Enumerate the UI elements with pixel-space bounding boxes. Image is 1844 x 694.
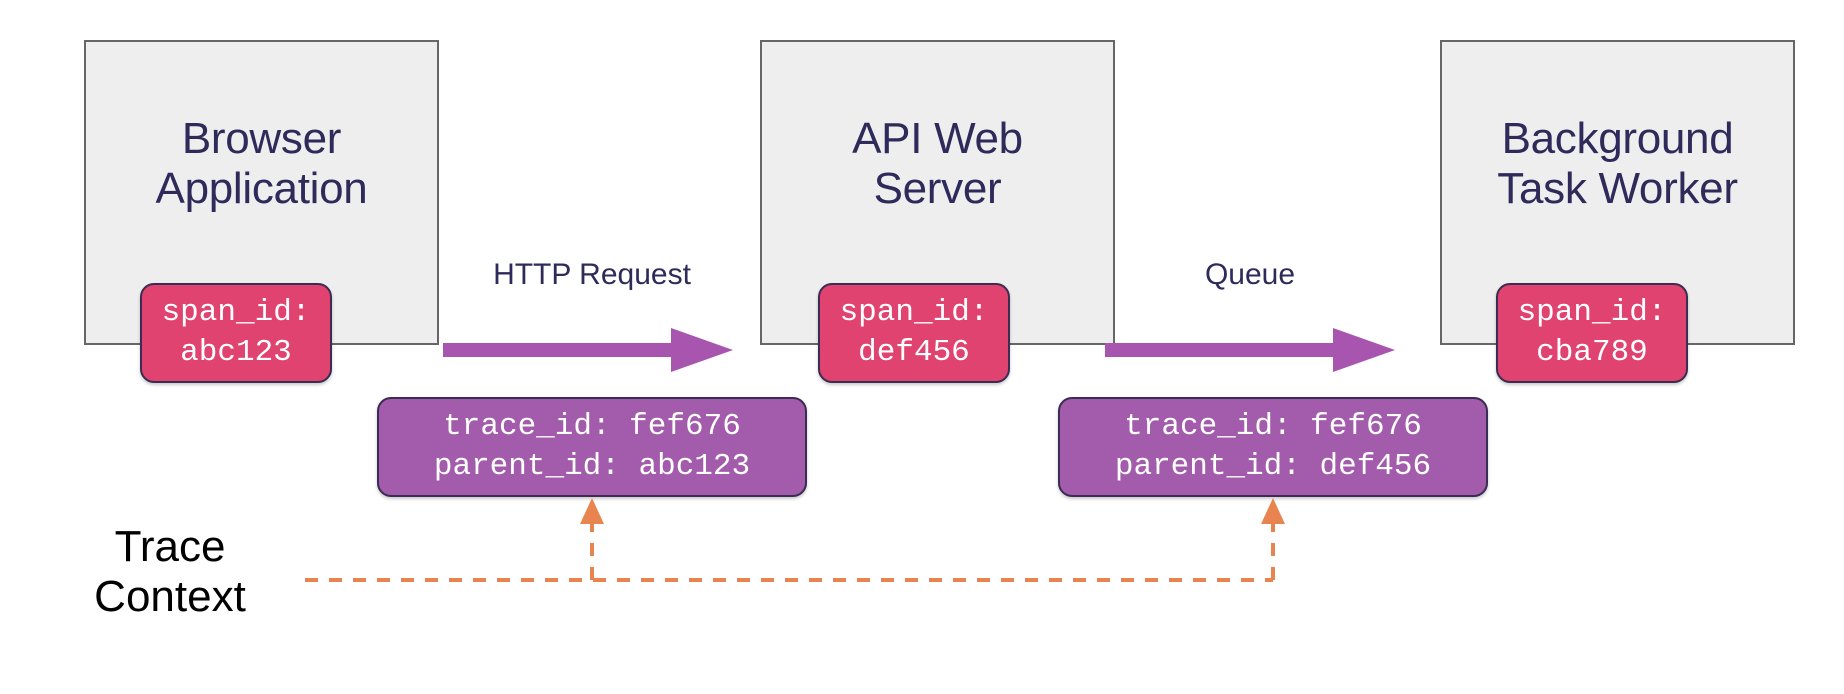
flow-arrow-http-request — [443, 328, 733, 372]
service-title-browser: Browser Application — [155, 113, 368, 213]
trace-context-badge-api-to-worker-text: trace_id: fef676 parent_id: def456 — [1114, 408, 1432, 484]
trace-context-badge-browser-to-api-text: trace_id: fef676 parent_id: abc123 — [433, 408, 751, 484]
span-badge-api-web-server[interactable]: span_id: def456 — [818, 283, 1010, 383]
service-title-background-task-worker: Background Task Worker — [1497, 113, 1738, 213]
span-badge-api-web-server-text: span_id: def456 — [839, 294, 989, 370]
flow-arrow-queue — [1105, 328, 1395, 372]
trace-context-badge-browser-to-api[interactable]: trace_id: fef676 parent_id: abc123 — [377, 397, 807, 497]
trace-context-legend-label: Trace Context — [94, 522, 246, 621]
flow-label-http-request: HTTP Request — [493, 258, 691, 291]
span-badge-background-task-worker[interactable]: span_id: cba789 — [1496, 283, 1688, 383]
flow-label-queue: Queue — [1204, 258, 1296, 291]
trace-connector-arrowhead-left — [580, 498, 604, 524]
span-badge-background-task-worker-text: span_id: cba789 — [1517, 294, 1667, 370]
service-title-api-web-server: API Web Server — [852, 113, 1023, 213]
span-badge-browser-text: span_id: abc123 — [161, 294, 311, 370]
span-badge-browser[interactable]: span_id: abc123 — [140, 283, 332, 383]
trace-context-badge-api-to-worker[interactable]: trace_id: fef676 parent_id: def456 — [1058, 397, 1488, 497]
trace-connector-arrowhead-right — [1261, 498, 1285, 524]
